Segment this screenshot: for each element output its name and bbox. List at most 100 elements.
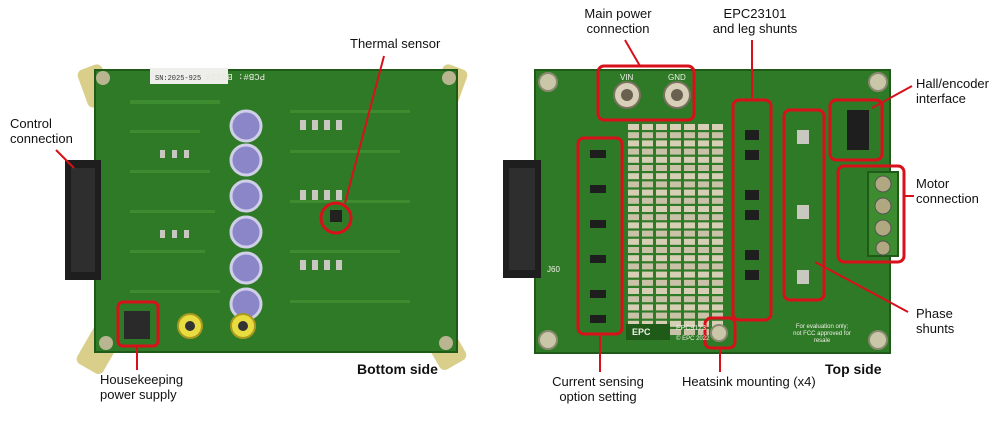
bulk-capacitor xyxy=(628,148,639,155)
bulk-capacitor xyxy=(684,197,695,204)
bulk-capacitor xyxy=(712,271,723,278)
bulk-capacitor xyxy=(698,206,709,212)
mounting-hole xyxy=(442,71,456,85)
current-sensing-label: Current sensing option setting xyxy=(552,374,644,404)
bulk-capacitor xyxy=(712,206,723,212)
silk-vin: VIN xyxy=(620,73,634,82)
bulk-capacitor xyxy=(628,132,639,139)
bulk-capacitor xyxy=(698,312,709,319)
bulk-capacitor xyxy=(628,312,639,319)
bulk-capacitor xyxy=(670,279,681,286)
bulk-capacitor xyxy=(670,312,681,319)
bulk-capacitor xyxy=(628,279,639,286)
bulk-capacitor xyxy=(656,279,667,286)
bulk-capacitor xyxy=(712,255,723,262)
bulk-capacitor xyxy=(684,271,695,278)
bulk-capacitor xyxy=(628,263,639,270)
bulk-capacitor xyxy=(684,165,695,171)
bottom-pads xyxy=(160,120,342,270)
bulk-capacitor xyxy=(628,206,639,212)
thermal-sensor-label: Thermal sensor xyxy=(350,36,441,51)
bulk-capacitor xyxy=(670,140,681,147)
mounting-hole xyxy=(868,72,888,92)
bulk-capacitor xyxy=(684,304,695,311)
bulk-capacitor xyxy=(684,173,695,180)
thermal-sensor-chip xyxy=(330,210,342,222)
bulk-capacitor xyxy=(656,320,667,327)
bulk-capacitor xyxy=(656,124,667,130)
bulk-capacitor xyxy=(628,304,639,311)
bulk-capacitor xyxy=(656,181,667,188)
housekeeping-label: Housekeeping power supply xyxy=(100,372,184,402)
bulk-capacitor xyxy=(670,329,681,335)
bulk-capacitor xyxy=(628,222,639,229)
bulk-capacitor xyxy=(628,230,639,237)
silk-copyright: © EPC 2022 xyxy=(676,335,710,342)
top-side-title: Top side xyxy=(825,361,882,377)
bulk-capacitor xyxy=(684,181,695,188)
bulk-capacitor xyxy=(628,271,639,278)
thermal-leader xyxy=(344,55,385,204)
bulk-capacitor xyxy=(712,230,723,237)
mounting-hole xyxy=(99,336,113,350)
bulk-capacitor xyxy=(642,197,653,204)
top-side-board: VIN GND J60 EPC EPC9173 © EPC 2022 For e… xyxy=(503,39,914,372)
bulk-capacitor xyxy=(670,148,681,155)
bulk-capacitor xyxy=(642,238,653,245)
bulk-capacitor xyxy=(698,288,709,294)
bulk-capacitor xyxy=(712,189,723,196)
housekeeping-callout-box xyxy=(116,300,160,348)
bulk-capacitor xyxy=(684,214,695,221)
bulk-capacitor xyxy=(698,197,709,204)
bulk-capacitor xyxy=(642,279,653,286)
bulk-capacitor xyxy=(712,304,723,311)
bulk-capacitor xyxy=(642,271,653,278)
bulk-capacitor xyxy=(656,288,667,294)
bulk-capacitor xyxy=(642,312,653,319)
bulk-capacitor xyxy=(698,296,709,303)
bulk-capacitor xyxy=(628,189,639,196)
bulk-capacitor xyxy=(698,173,709,180)
bulk-capacitor xyxy=(698,165,709,171)
heatsink-mount-hole xyxy=(710,324,728,342)
bulk-capacitor xyxy=(628,296,639,303)
bulk-capacitor xyxy=(670,230,681,237)
bulk-capacitor xyxy=(712,197,723,204)
bulk-capacitor xyxy=(628,320,639,327)
heatsink-mounting-label: Heatsink mounting (x4) xyxy=(682,374,816,389)
bulk-capacitor xyxy=(656,263,667,270)
bulk-capacitor xyxy=(698,132,709,139)
bulk-capacitor xyxy=(712,320,723,327)
bulk-capacitor xyxy=(698,304,709,311)
silk-board-name: EPC9173 xyxy=(676,325,706,332)
mounting-hole xyxy=(868,330,888,350)
bulk-capacitor xyxy=(628,140,639,147)
bulk-capacitor xyxy=(642,230,653,237)
bulk-capacitor xyxy=(684,288,695,294)
bulk-capacitor xyxy=(684,206,695,212)
mounting-hole xyxy=(538,72,558,92)
bulk-capacitor xyxy=(642,132,653,139)
bulk-capacitor xyxy=(656,206,667,212)
mounting-hole xyxy=(439,336,453,350)
bulk-capacitor xyxy=(684,255,695,262)
hall-encoder-label: Hall/encoder interface xyxy=(916,76,989,106)
bulk-capacitor xyxy=(642,156,653,163)
bulk-capacitor xyxy=(642,247,653,253)
silk-serial: SN:2025-925 xyxy=(155,75,201,83)
bulk-capacitor xyxy=(698,271,709,278)
bulk-capacitor xyxy=(628,214,639,221)
bulk-capacitor xyxy=(656,247,667,253)
connector-pins xyxy=(71,168,95,272)
mounting-hole xyxy=(538,330,558,350)
bulk-capacitor xyxy=(698,181,709,188)
bulk-capacitor xyxy=(642,296,653,303)
bulk-capacitor xyxy=(670,263,681,270)
bulk-capacitor xyxy=(656,230,667,237)
bulk-capacitor xyxy=(656,312,667,319)
main-power-label: Main power connection xyxy=(584,6,652,36)
bulk-capacitor xyxy=(698,222,709,229)
bulk-capacitor xyxy=(628,173,639,180)
